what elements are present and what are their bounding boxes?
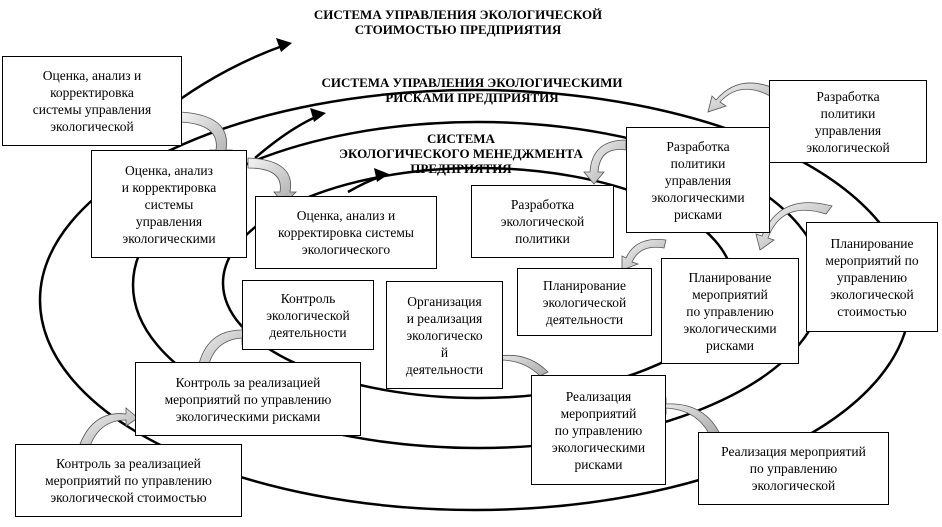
cost-cycle-arrowhead (276, 38, 292, 52)
cost-system-title: СИСТЕМА УПРАВЛЕНИЯ ЭКОЛОГИЧЕСКОЙ СТОИМОС… (313, 7, 603, 37)
curl-arrow-4 (583, 139, 627, 185)
risk-control-box: Контроль за реализацией мероприятий по у… (135, 362, 361, 436)
curl-arrow-6 (621, 239, 667, 271)
risk-system-title: СИСТЕМА УПРАВЛЕНИЯ ЭКОЛОГИЧЕСКИМИ РИСКАМ… (321, 75, 623, 105)
cost-implementation-box: Реализация мероприятий по управлению эко… (698, 432, 889, 505)
risk-cycle-arrow (254, 114, 319, 159)
cost-control-box: Контроль за реализацией мероприятий по у… (15, 444, 242, 517)
ems-cycle-arrowhead (374, 168, 389, 182)
ems-assessment-box: Оценка, анализ и корректировка системы э… (255, 196, 437, 269)
ems-policy-box: Разработка экологической политики (471, 185, 614, 258)
ems-planning-box: Планирование экологической деятельности (517, 268, 652, 336)
ems-organization-box: Организация и реализация экологическо й … (386, 281, 503, 389)
curl-arrow-5 (755, 202, 833, 251)
curl-arrow-3 (707, 82, 779, 113)
risk-assessment-box: Оценка, анализ и корректировка системы у… (91, 150, 247, 258)
cost-planning-box: Планирование мероприятий по управлению э… (806, 222, 938, 332)
risk-cycle-arrowhead (310, 108, 326, 122)
ems-control-box: Контроль экологической деятельности (242, 280, 374, 350)
risk-policy-box: Разработка политики управления экологиче… (626, 127, 770, 233)
cost-assessment-box: Оценка, анализ и корректировка системы у… (2, 56, 182, 146)
ems-system-title: СИСТЕМА ЭКОЛОГИЧЕСКОГО МЕНЕДЖМЕНТА ПРЕДП… (339, 131, 583, 176)
risk-implementation-box: Реализация мероприятий по управлению эко… (531, 375, 666, 485)
cost-policy-box: Разработка политики управления экологиче… (769, 80, 927, 163)
risk-planning-box: Планирование мероприятий по управлению э… (661, 258, 799, 364)
